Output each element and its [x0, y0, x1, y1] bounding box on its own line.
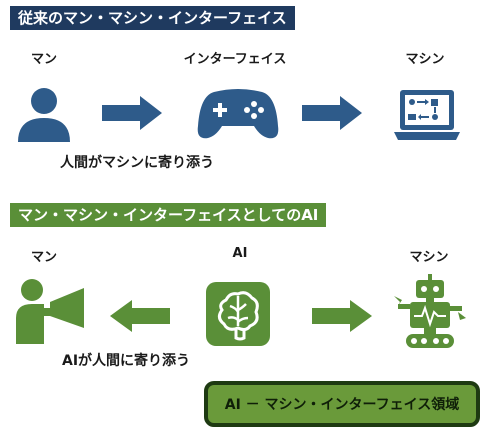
section2-ai-label: AI [232, 246, 248, 261]
gamepad-icon [197, 89, 279, 139]
section2-machine-label: マシン [409, 250, 449, 265]
robot-icon [394, 274, 466, 348]
arrow-right-2 [302, 96, 362, 130]
ai-machine-interface-area-label: AI － マシン・インターフェイス領域 [224, 397, 460, 413]
section1-title: 従来のマン・マシン・インターフェイス [10, 6, 295, 30]
section1-caption: 人間がマシンに寄り添う [60, 155, 214, 171]
person-icon [18, 88, 70, 142]
section2-caption: AIが人間に寄り添う [62, 353, 191, 369]
arrow-right-3 [312, 300, 372, 332]
laptop-flowchart-icon [394, 90, 460, 140]
speaker-person-icon [16, 279, 84, 344]
section1-machine-label: マシン [405, 52, 445, 67]
section1-man-label: マン [30, 52, 57, 67]
section1-interface-label: インターフェイス [183, 52, 287, 67]
section2-man-label: マン [30, 250, 57, 265]
section2-title: マン・マシン・インターフェイスとしてのAI [10, 203, 327, 227]
ai-machine-interface-area-box: AI － マシン・インターフェイス領域 [204, 381, 480, 427]
arrow-right-1 [102, 96, 162, 130]
brain-icon [206, 282, 270, 346]
arrow-left [110, 300, 170, 332]
